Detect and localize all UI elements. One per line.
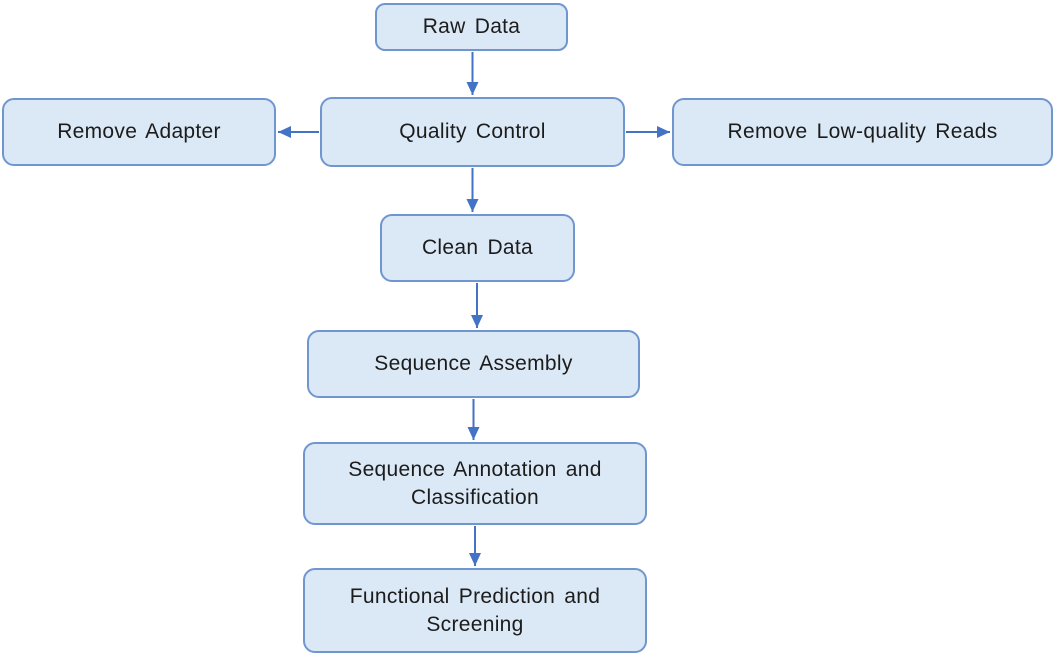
node-raw-data: Raw Data: [375, 3, 568, 51]
node-sequence-annotation-classification: Sequence Annotation and Classification: [303, 442, 647, 525]
node-quality-control: Quality Control: [320, 97, 625, 167]
node-remove-low-quality-reads: Remove Low-quality Reads: [672, 98, 1053, 166]
node-functional-prediction-screening: Functional Prediction and Screening: [303, 568, 647, 653]
node-remove-adapter: Remove Adapter: [2, 98, 276, 166]
node-sequence-assembly: Sequence Assembly: [307, 330, 640, 398]
node-clean-data: Clean Data: [380, 214, 575, 282]
